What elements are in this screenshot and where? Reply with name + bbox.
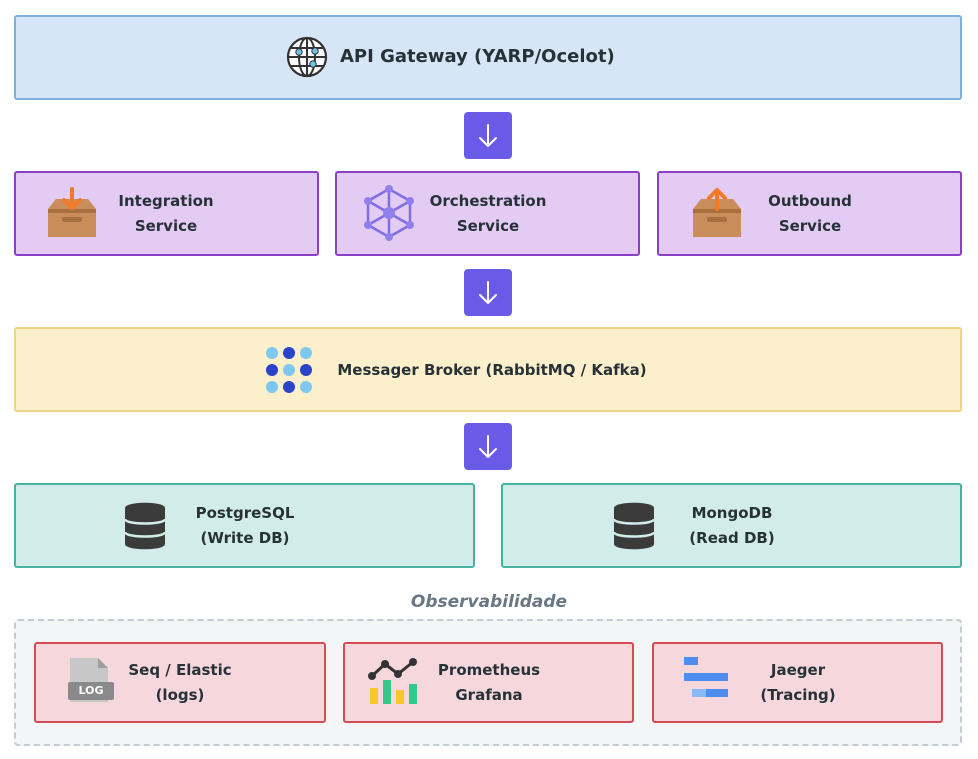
message-broker-box [14, 327, 962, 412]
hub-network-icon [361, 184, 417, 246]
mongodb-box [501, 483, 962, 568]
prometheus-grafana-box [343, 642, 634, 723]
tracing-bars-icon [682, 655, 732, 707]
globe-network-icon [286, 36, 328, 82]
postgresql-box [14, 483, 475, 568]
seq-elastic-label: Seq / Elastic(logs) [128, 661, 232, 704]
api-gateway-box [14, 15, 962, 100]
message-broker-label: Messager Broker (RabbitMQ / Kafka) [337, 361, 647, 379]
inbox-in-icon [46, 187, 98, 243]
observability-title: Observabilidade [410, 592, 568, 612]
dots-grid-icon [264, 345, 314, 399]
database-icon [612, 500, 656, 556]
metrics-chart-icon [366, 658, 422, 710]
jaeger-box [652, 642, 943, 723]
mongodb-label: MongoDB(Read DB) [689, 504, 775, 547]
arrow-down-icon [464, 423, 512, 470]
api-gateway-label: API Gateway (YARP/Ocelot) [340, 46, 615, 67]
arrow-down-icon [464, 112, 512, 159]
arrow-down-icon [464, 269, 512, 316]
log-file-icon: LOG [66, 656, 118, 708]
jaeger-label: Jaeger(Tracing) [760, 661, 836, 704]
postgresql-label: PostgreSQL(Write DB) [195, 504, 295, 547]
database-icon [123, 500, 167, 556]
inbox-out-icon [691, 187, 743, 243]
